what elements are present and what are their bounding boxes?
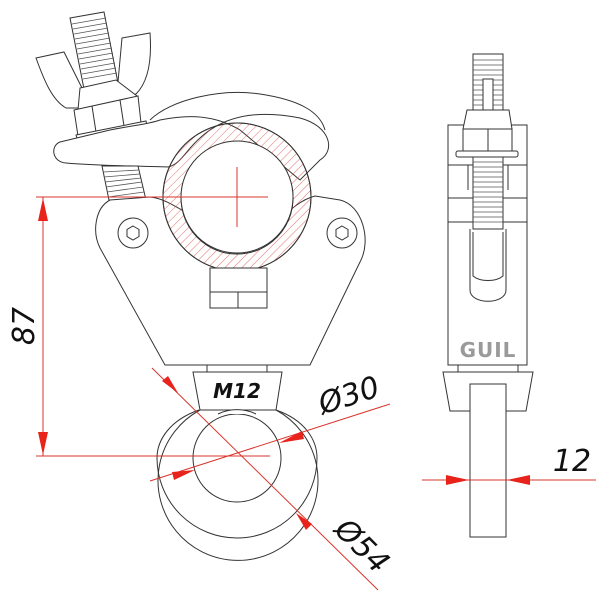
arrow-up-icon bbox=[38, 198, 48, 221]
arrow-12-right-icon bbox=[507, 475, 530, 485]
arrow-d30-left-icon bbox=[172, 470, 195, 480]
eye-ring bbox=[156, 409, 319, 561]
clamp-stub-block bbox=[209, 267, 268, 309]
dimension-bolt-width: 12 bbox=[422, 444, 596, 485]
bolt-thread-upper bbox=[69, 11, 119, 90]
dimension-height: 87 bbox=[7, 196, 270, 457]
side-bolt-top bbox=[472, 53, 504, 128]
arrow-d54-top-icon bbox=[162, 376, 178, 393]
hex-socket-left-icon bbox=[126, 225, 140, 241]
side-hex-nut bbox=[455, 109, 519, 158]
bolt-width-label: 12 bbox=[553, 444, 591, 479]
side-view: GUIL bbox=[442, 53, 534, 538]
pivot-left-outer bbox=[117, 217, 149, 249]
thread-label: M12 bbox=[213, 379, 261, 403]
brand-logo: GUIL bbox=[460, 338, 517, 362]
front-view: M12 bbox=[35, 11, 366, 561]
dimension-line-d30 bbox=[149, 403, 391, 482]
arrow-down-icon bbox=[38, 432, 48, 455]
side-hook-slot bbox=[469, 229, 507, 302]
height-dimension-label: 87 bbox=[7, 307, 42, 345]
arrow-d30-right-icon bbox=[279, 431, 304, 443]
side-bolt-stem bbox=[469, 383, 507, 538]
outer-diameter-label: Ø54 bbox=[326, 511, 396, 581]
inner-diameter-label: Ø30 bbox=[312, 370, 383, 423]
pivot-right-outer bbox=[326, 217, 358, 249]
hex-socket-right-icon bbox=[335, 225, 349, 241]
arrow-12-left-icon bbox=[446, 475, 469, 485]
dimension-line-d54 bbox=[151, 367, 379, 591]
side-bolt-shank bbox=[467, 156, 509, 230]
bolt-thread-lower bbox=[101, 165, 147, 206]
eye-bolt-neck: M12 bbox=[192, 365, 283, 411]
arrow-d54-bottom-icon bbox=[296, 513, 312, 530]
